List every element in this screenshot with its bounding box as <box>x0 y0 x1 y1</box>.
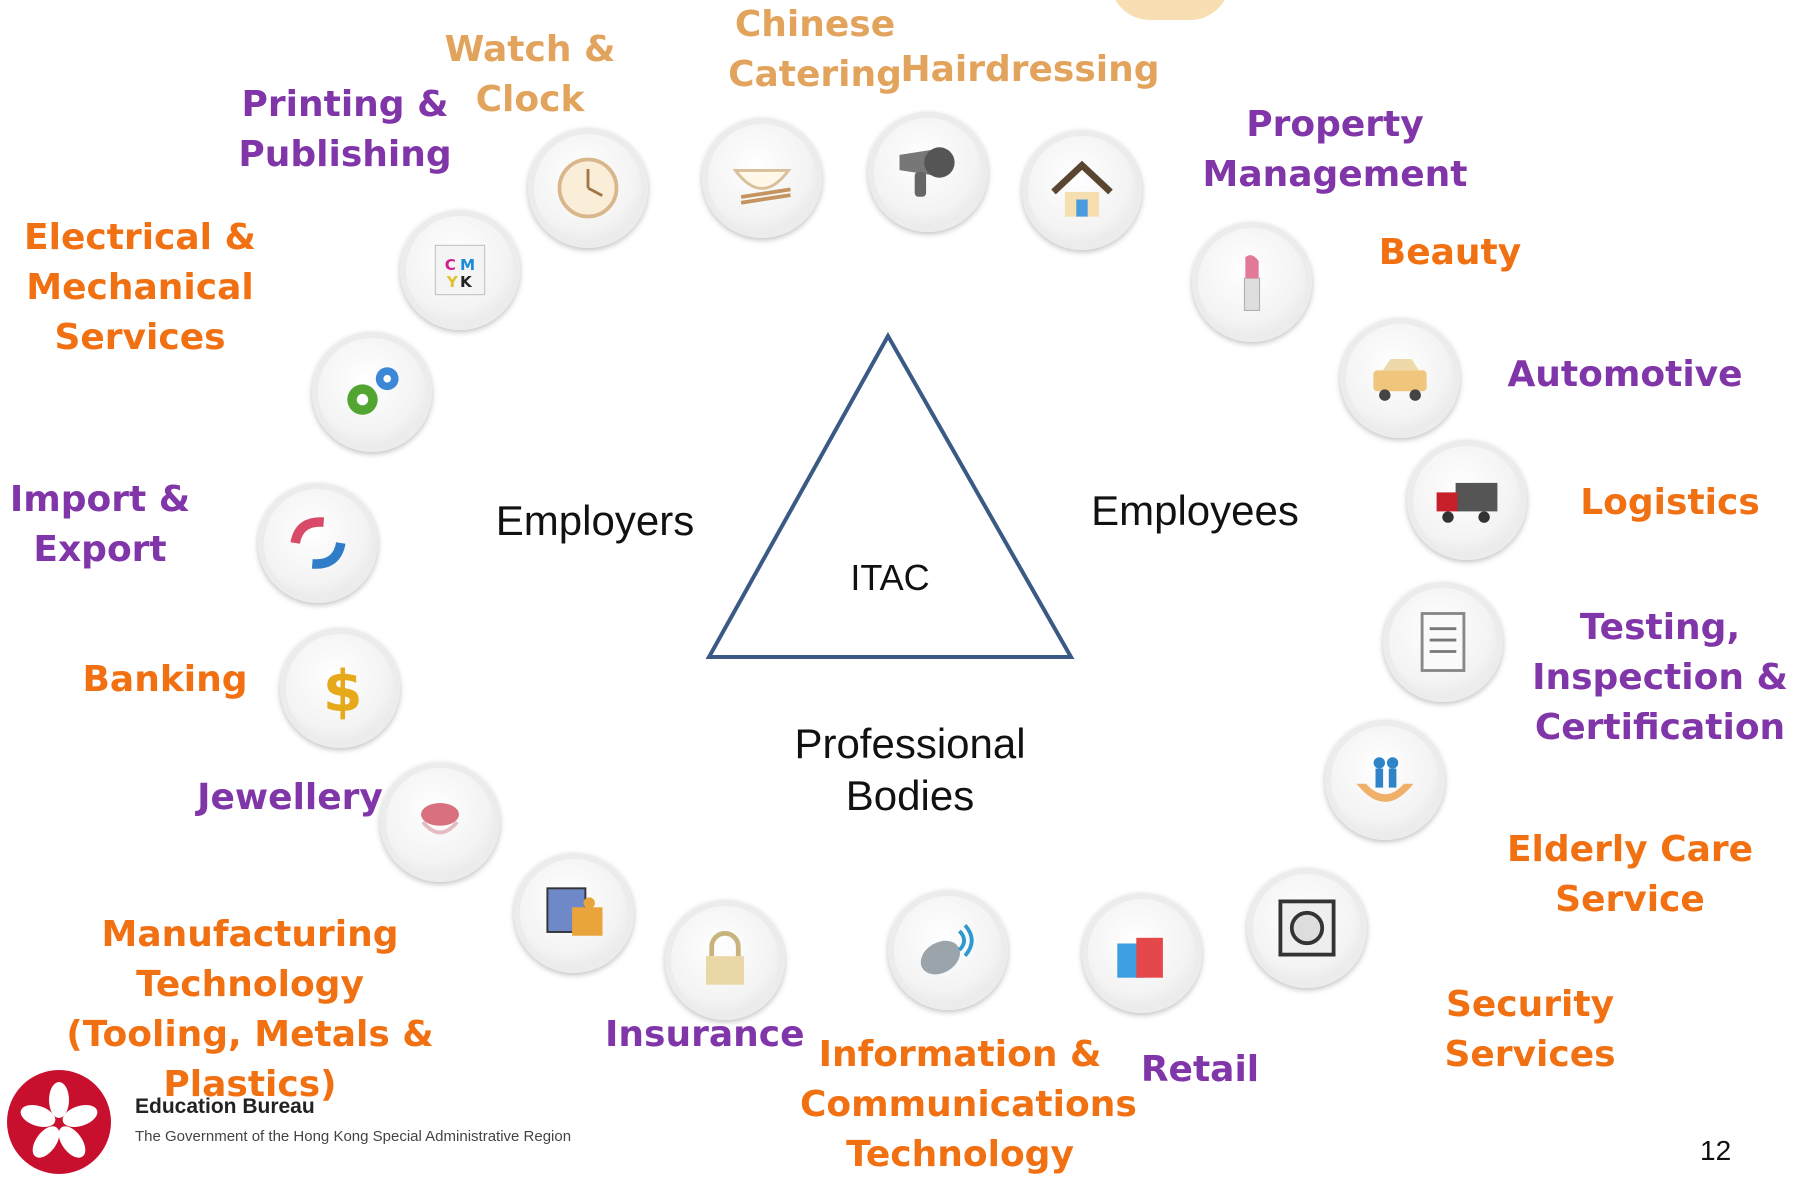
label-manufacturing-technology: Manufacturing Technology (Tooling, Metal… <box>66 914 434 1105</box>
label-chinese-catering: Chinese Catering <box>728 4 902 95</box>
clock-icon <box>528 128 648 248</box>
label-retail: Retail <box>1140 1049 1260 1090</box>
label-elderly-care: Elderly Care Service <box>1506 829 1754 920</box>
label-property-management: Property Management <box>1202 104 1468 195</box>
car-icon <box>1340 318 1460 438</box>
label-electrical-mechanical: Electrical & Mechanical Services <box>24 217 256 358</box>
label-printing-publishing: Printing & Publishing <box>238 84 452 175</box>
safe-vault-icon <box>1247 868 1367 988</box>
employees-label: Employees <box>1091 487 1299 534</box>
label-security-services: Security Services <box>1444 984 1616 1075</box>
hksar-emblem-icon <box>0 1060 118 1179</box>
satellite-dish-icon <box>888 890 1008 1010</box>
puzzle-icon <box>514 853 634 973</box>
label-automotive: Automotive <box>1507 354 1743 395</box>
gears-icon <box>312 332 432 452</box>
footer-title: Education Bureau <box>135 1095 315 1118</box>
label-hairdressing: Hairdressing <box>900 49 1160 90</box>
lipstick-icon <box>1192 222 1312 342</box>
bowl-chopsticks-icon <box>702 118 822 238</box>
dollar-icon: $ <box>280 628 400 748</box>
label-import-export: Import & Export <box>9 479 191 570</box>
lock-icon <box>665 900 785 1020</box>
cropped-icon <box>1110 0 1230 20</box>
label-watch-clock: Watch & Clock <box>444 29 616 120</box>
page-number: 12 <box>1700 1135 1732 1166</box>
shopping-bag-icon <box>1082 893 1202 1013</box>
label-jewellery: Jewellery <box>197 777 383 818</box>
footer-subtitle: The Government of the Hong Kong Special … <box>135 1128 572 1145</box>
label-insurance: Insurance <box>605 1014 805 1055</box>
professional-bodies-label: Professional Bodies <box>794 720 1026 819</box>
svg-text:K: K <box>460 273 473 291</box>
checklist-icon <box>1383 582 1503 702</box>
svg-text:M: M <box>460 256 475 274</box>
jewellery-icon <box>380 762 500 882</box>
label-banking: Banking <box>82 659 248 700</box>
hair-dryer-icon <box>868 112 988 232</box>
svg-text:Y: Y <box>446 273 459 291</box>
svg-text:C: C <box>445 256 456 274</box>
itac-label: ITAC <box>850 557 930 598</box>
label-beauty: Beauty <box>1378 232 1522 273</box>
label-logistics: Logistics <box>1580 482 1760 523</box>
employers-label: Employers <box>495 497 695 544</box>
elderly-care-hands-icon <box>1325 720 1445 840</box>
import-export-arrows-icon <box>258 483 378 603</box>
truck-icon <box>1407 440 1527 560</box>
label-ict: Information & Communications Technology <box>800 1034 1137 1175</box>
house-icon <box>1022 130 1142 250</box>
label-testing-inspection: Testing, Inspection & Certification <box>1532 607 1788 748</box>
svg-text:$: $ <box>323 659 363 725</box>
